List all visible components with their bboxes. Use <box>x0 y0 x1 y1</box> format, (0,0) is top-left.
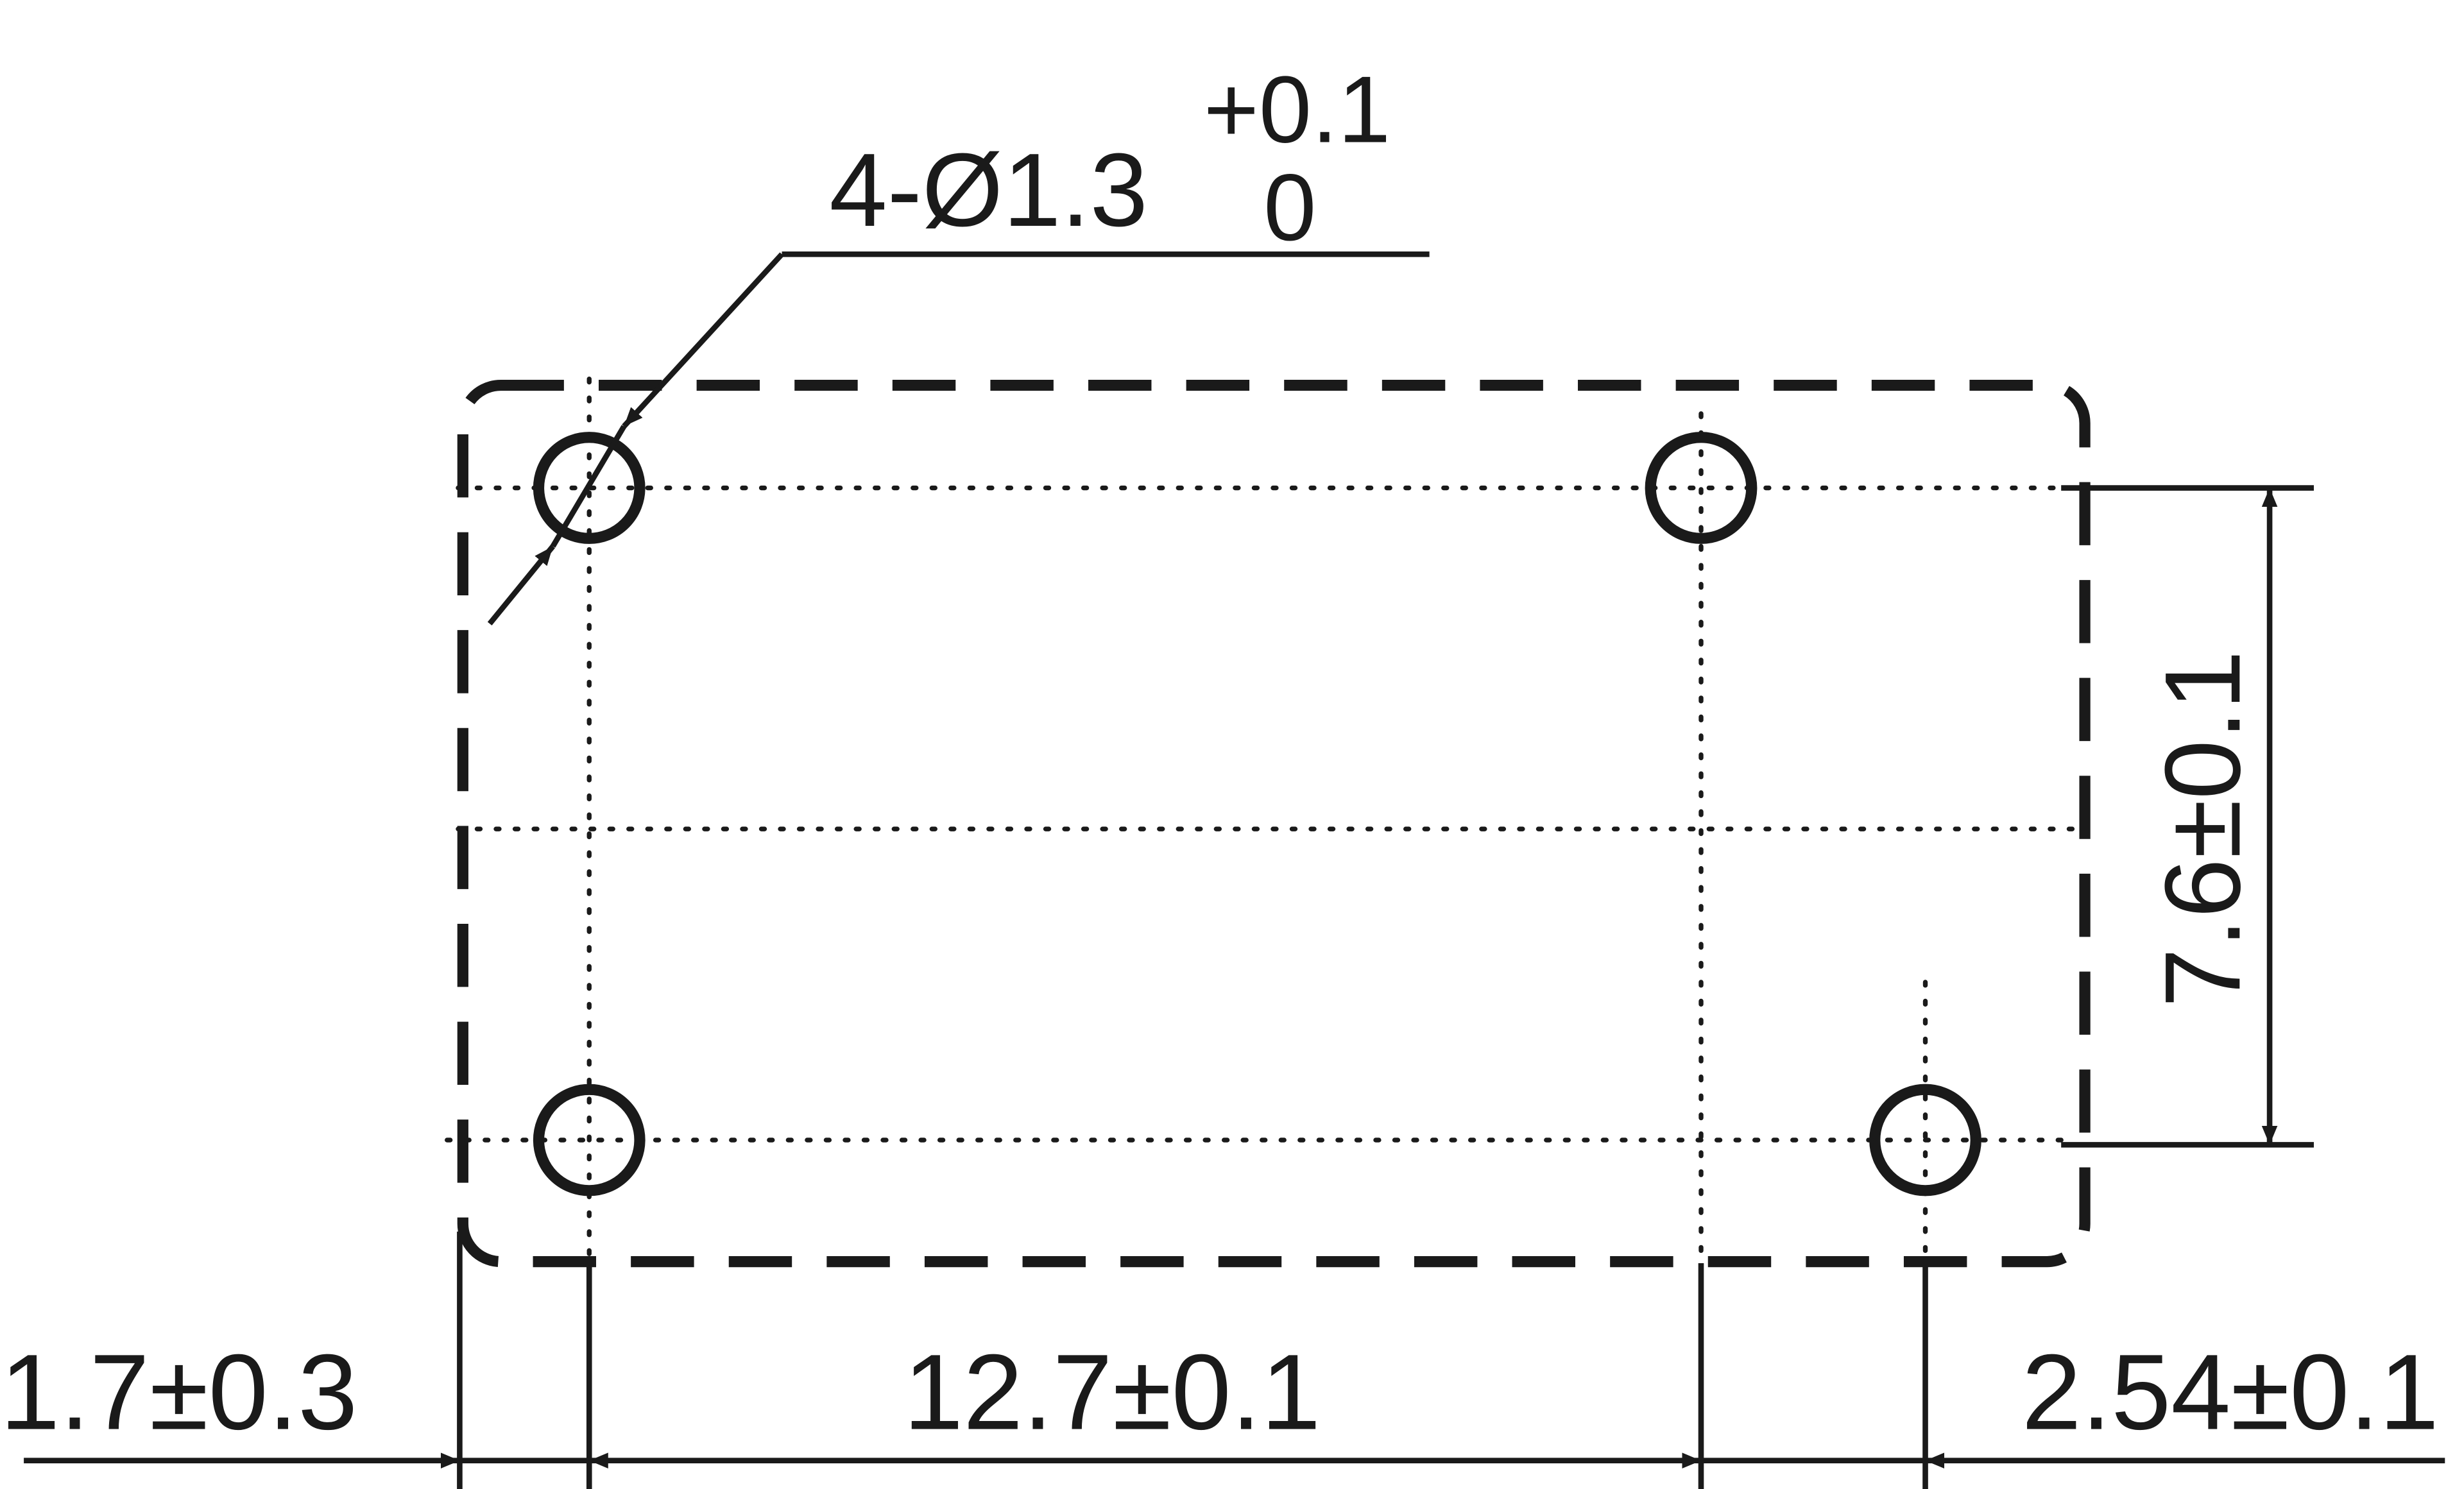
hole-top-right <box>1645 432 1758 544</box>
hole-callout-label: 4-Ø1.3 <box>829 132 1148 248</box>
holes <box>533 432 1981 1196</box>
hole-top-left <box>533 432 646 544</box>
hole-callout-lower-tolerance: 0 <box>1263 155 1316 260</box>
hole-bottom-right <box>1869 1084 1981 1196</box>
hole-bottom-left <box>533 1084 646 1196</box>
centerlines <box>445 377 2084 1266</box>
leader-diagonal <box>622 252 784 429</box>
dimension-hole-pitch-y: 7.6±0.1 <box>2143 651 2263 1008</box>
leader-through-hole <box>550 425 627 548</box>
dimension-edge-offset: 1.7±0.3 <box>0 1332 357 1452</box>
bottom-extension-lines <box>457 1231 1928 1489</box>
hole-callout-upper-tolerance: +0.1 <box>1204 57 1391 163</box>
dimension-hole-pitch-x: 12.7±0.1 <box>903 1332 1321 1452</box>
leader-lower-arrow <box>487 544 555 625</box>
component-outline <box>457 379 2091 1268</box>
hole-callout-leader <box>487 251 1430 625</box>
dimension-hole-offset-x: 2.54±0.1 <box>2022 1332 2439 1452</box>
right-dimension <box>2061 485 2314 1148</box>
